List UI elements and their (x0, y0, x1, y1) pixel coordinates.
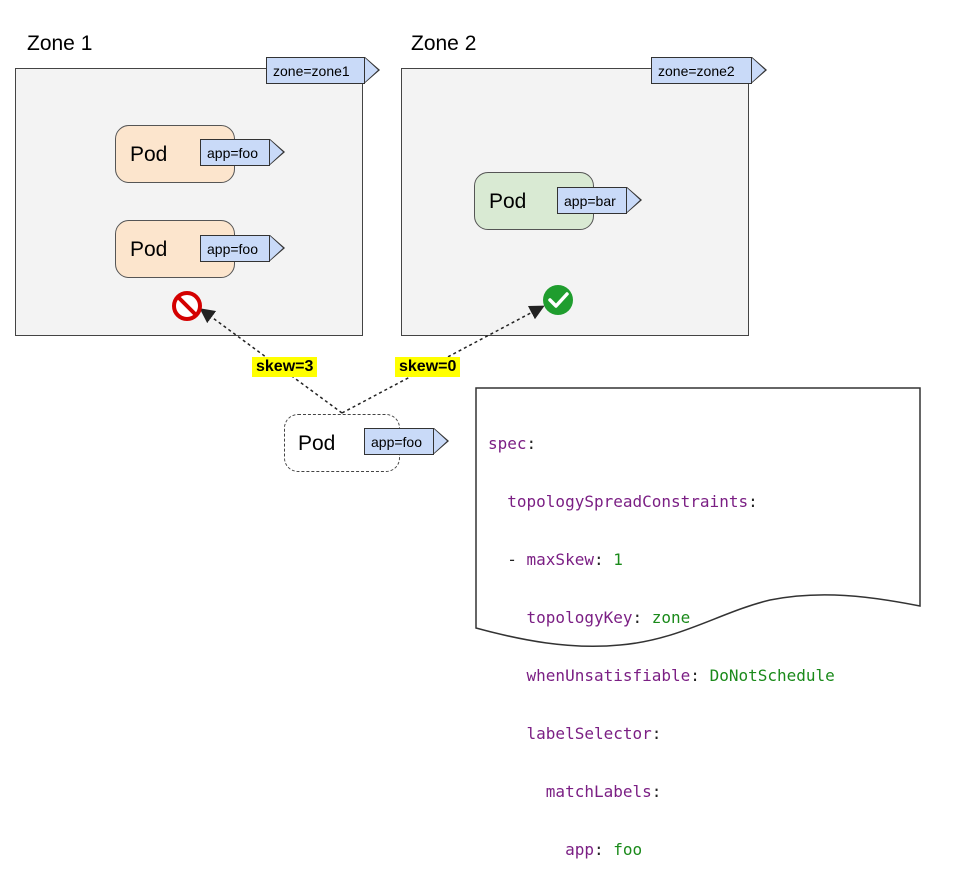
zone-1-title: Zone 1 (27, 32, 93, 55)
check-circle-icon (543, 285, 573, 315)
pod-label: Pod (130, 143, 168, 166)
skew-3-label: skew=3 (252, 357, 318, 377)
skew-0-arrow (341, 305, 545, 414)
code-line-8: app: foo (565, 840, 643, 859)
pod-app-tag: app=foo (200, 234, 285, 262)
zone-2-label-tag: zone=zone2 (651, 56, 767, 84)
pod-app-tag: app=bar (557, 186, 642, 214)
code-line-7: matchLabels: (545, 782, 662, 801)
pod-label: Pod (130, 238, 168, 261)
code-document (475, 387, 921, 648)
zone-1-label-tag: zone=zone1 (266, 56, 380, 84)
code-line-2: topologySpreadConstraints: (507, 492, 758, 511)
zone-2-title: Zone 2 (411, 32, 477, 55)
connector-layer (172, 285, 921, 648)
pod-app-tag: app=foo (364, 427, 449, 455)
skew-0-label: skew=0 (395, 357, 461, 377)
code-line-6: labelSelector: (526, 724, 662, 743)
pod-label: Pod (489, 190, 527, 213)
code-line-3: - maxSkew: 1 (507, 550, 623, 569)
code-line-5: whenUnsatisfiable: DoNotSchedule (526, 666, 835, 685)
no-entry-icon (172, 291, 202, 321)
code-line-1: spec: (488, 434, 537, 453)
pod-label: Pod (298, 432, 336, 455)
pod-app-tag: app=foo (200, 138, 285, 166)
code-line-4: topologyKey: zone (526, 608, 691, 627)
yaml-spec: spec: topologySpreadConstraints: - maxSk… (488, 400, 835, 893)
